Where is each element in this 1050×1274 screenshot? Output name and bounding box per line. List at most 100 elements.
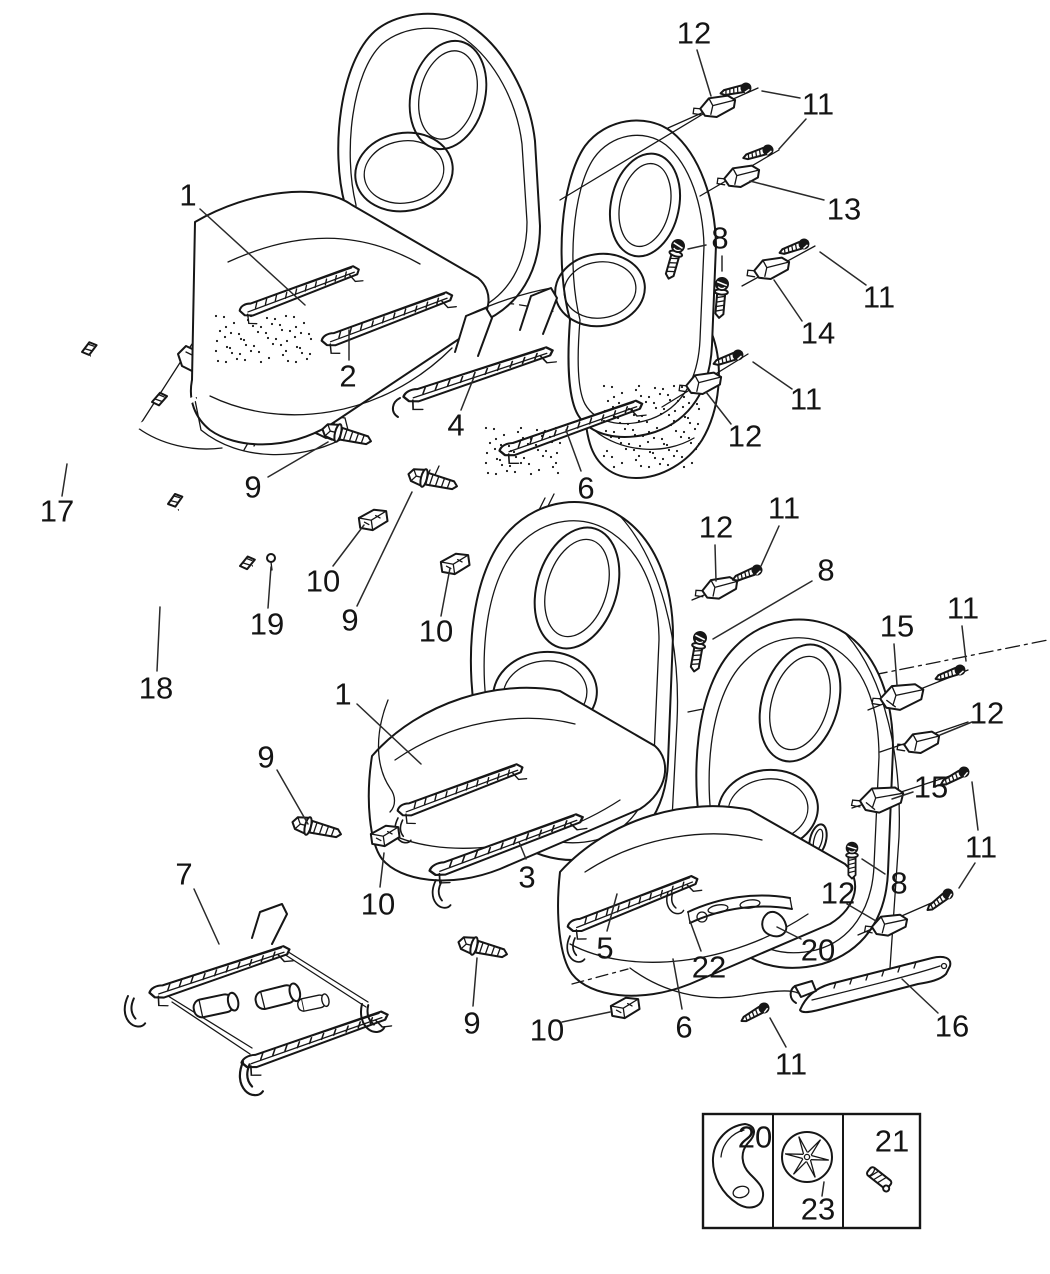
cable-datum — [571, 968, 629, 985]
callout-10: 10 — [530, 1011, 611, 1048]
callout-9: 9 — [463, 957, 481, 1041]
legend-pin-21 — [866, 1166, 893, 1193]
callout-label-7: 7 — [175, 857, 192, 892]
callout-10: 10 — [361, 852, 395, 922]
cushion-wire-17 — [41, 339, 198, 455]
callout-23: 23 — [801, 1181, 835, 1227]
clip-10d — [609, 995, 642, 1021]
callout-label-12: 12 — [821, 876, 855, 911]
callout-label-11: 11 — [775, 1047, 807, 1082]
callout-18: 18 — [139, 606, 173, 706]
callout-1: 1 — [179, 178, 306, 306]
callout-label-15: 15 — [914, 770, 948, 805]
callout-label-9: 9 — [463, 1006, 480, 1041]
clip-10b — [439, 551, 472, 577]
striker-bracket-14 — [743, 253, 794, 286]
track-handle-16 — [789, 955, 952, 1014]
bolt-9c — [289, 812, 345, 844]
hardware-middle — [289, 561, 973, 1027]
screw-11f — [932, 661, 969, 686]
callout-label-19: 19 — [250, 607, 284, 642]
callout-9: 9 — [341, 491, 413, 638]
callout-label-8: 8 — [890, 866, 907, 901]
callout-20: 20 — [776, 926, 835, 968]
striker-bracket-12d — [893, 727, 944, 760]
callout-label-9: 9 — [341, 603, 358, 638]
callout-label-13: 13 — [827, 192, 861, 227]
callout-label-20: 20 — [738, 1120, 772, 1155]
callout-8: 8 — [687, 221, 729, 272]
hardware-top — [319, 80, 816, 577]
callout-label-1: 1 — [179, 178, 196, 213]
callout-label-17: 17 — [40, 494, 74, 529]
callout-label-10: 10 — [530, 1013, 564, 1048]
callout-label-9: 9 — [257, 740, 274, 775]
callout-7: 7 — [175, 857, 220, 945]
callout-22: 22 — [689, 920, 726, 985]
callout-13: 13 — [749, 180, 861, 227]
seat-riser-4 — [392, 287, 559, 418]
bolt-9d — [455, 932, 511, 964]
callout-12: 12 — [939, 696, 1004, 736]
callout-label-6: 6 — [577, 471, 594, 506]
callout-label-12: 12 — [677, 16, 711, 51]
callout-label-3: 3 — [518, 860, 535, 895]
callout-15: 15 — [880, 609, 914, 686]
callout-12: 12 — [677, 16, 712, 97]
callout-21: 21 — [875, 1124, 909, 1159]
callout-label-11: 11 — [947, 591, 979, 626]
callout-label-9: 9 — [244, 470, 261, 505]
legend-box — [701, 1112, 922, 1230]
callout-12: 12 — [699, 510, 733, 582]
callout-label-11: 11 — [863, 280, 895, 315]
callout-10: 10 — [306, 524, 365, 599]
rail-foot — [430, 878, 454, 910]
callout-label-11: 11 — [965, 830, 997, 865]
recliner-adjuster-22 — [687, 894, 793, 924]
callout-label-10: 10 — [306, 564, 340, 599]
callout-12: 12 — [705, 391, 762, 454]
callout-9: 9 — [244, 441, 329, 505]
callout-14: 14 — [773, 279, 835, 351]
callout-label-8: 8 — [817, 553, 834, 588]
rear-seat-back-right — [554, 119, 717, 438]
callout-label-4: 4 — [447, 408, 464, 443]
callout-3: 3 — [518, 841, 536, 895]
callout-2: 2 — [339, 329, 357, 394]
callout-label-20: 20 — [801, 933, 835, 968]
callout-label-11: 11 — [802, 87, 834, 122]
screw-11h — [923, 885, 957, 916]
callout-1: 1 — [334, 677, 422, 765]
callout-11: 11 — [752, 361, 822, 417]
callout-6: 6 — [565, 429, 595, 506]
callout-11: 11 — [947, 591, 979, 662]
callout-label-10: 10 — [419, 614, 453, 649]
screw-11c — [776, 235, 813, 260]
callout-10: 10 — [419, 567, 453, 649]
callout-label-23: 23 — [801, 1192, 835, 1227]
callout-label-11: 11 — [790, 382, 822, 417]
callout-8: 8 — [712, 553, 835, 640]
callout-11: 11 — [769, 1017, 807, 1082]
screw-19 — [266, 553, 276, 571]
callout-label-2: 2 — [339, 359, 356, 394]
callout-16: 16 — [901, 978, 969, 1044]
callout-label-11: 11 — [768, 491, 800, 526]
callout-label-1: 1 — [334, 677, 351, 712]
recliner-handle-20 — [761, 911, 788, 938]
release-cable — [629, 967, 799, 999]
callout-5: 5 — [596, 893, 618, 966]
callout-label-12: 12 — [699, 510, 733, 545]
bolt-8c — [686, 628, 710, 674]
bolt-8d — [844, 840, 860, 880]
callout-label-10: 10 — [361, 887, 395, 922]
callout-8: 8 — [861, 858, 908, 901]
legend-handle-20 — [711, 1123, 765, 1209]
callout-label-12: 12 — [728, 419, 762, 454]
callout-label-8: 8 — [711, 221, 728, 256]
screw-11i — [737, 999, 773, 1027]
callout-label-21: 21 — [875, 1124, 909, 1159]
